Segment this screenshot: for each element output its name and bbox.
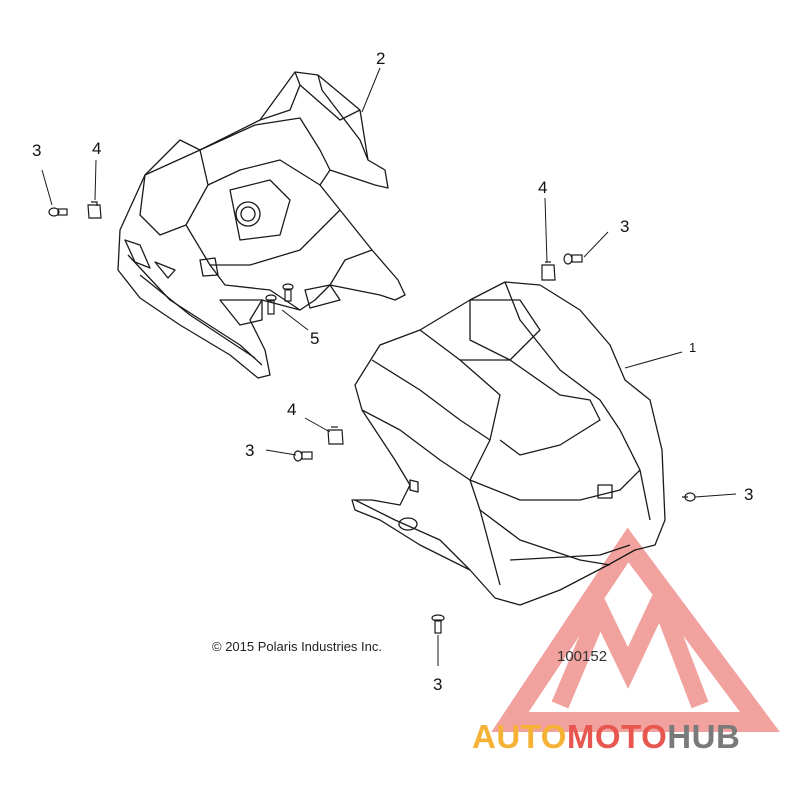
rivet-5-b [282, 283, 294, 302]
callout-4: 4 [92, 139, 102, 158]
callout-3: 3 [620, 217, 630, 236]
watermark-moto: MOTO [566, 718, 668, 755]
callout-3: 3 [744, 485, 754, 504]
part-1-headlight-housing [351, 281, 666, 606]
fasteners [48, 201, 696, 634]
callout-3: 3 [433, 675, 443, 694]
rivet-5-a [265, 294, 277, 315]
clip-4-center [327, 426, 344, 445]
screw-3-center-left [293, 450, 313, 462]
screw-3-right-side [682, 492, 696, 502]
triangle-m-logo-icon [491, 527, 780, 732]
callout-3: 3 [245, 441, 255, 460]
screw-3-upper-left [48, 207, 68, 217]
drawing-number: 100152 [557, 648, 608, 665]
clip-4-right [541, 261, 556, 281]
callout-5: 5 [310, 329, 320, 348]
screw-3-right [563, 253, 583, 265]
watermark-text: AUTOMOTOHUB [472, 718, 740, 756]
copyright-notice: © 2015 Polaris Industries Inc. [212, 639, 382, 654]
callout-2: 2 [376, 49, 386, 68]
callout-1: 1 [689, 340, 697, 355]
leader-lines [41, 67, 737, 666]
part-2-upper-console [117, 71, 406, 379]
callout-3: 3 [32, 141, 42, 160]
clip-4-upper-left [87, 201, 102, 219]
screw-3-bottom [431, 614, 445, 634]
watermark-hub: HUB [667, 718, 741, 755]
watermark-auto: AUTO [472, 718, 567, 755]
callout-4: 4 [287, 400, 297, 419]
callout-4: 4 [538, 178, 548, 197]
